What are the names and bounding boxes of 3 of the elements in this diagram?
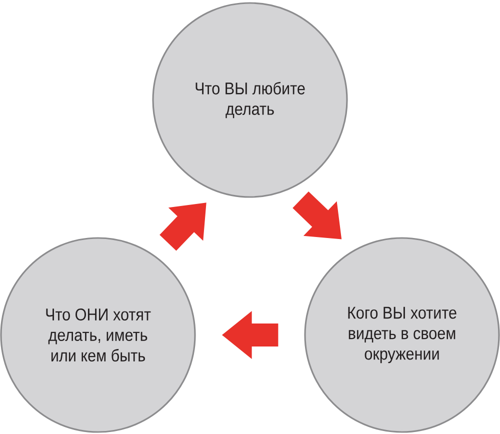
circle-node: Что ВЫ любите делать	[152, 2, 348, 198]
circle-node: Что ОНИ хотят делать, иметь или кем быть	[0, 237, 196, 433]
circle-node: Кого ВЫ хотите видеть в своем окружении	[304, 237, 500, 433]
